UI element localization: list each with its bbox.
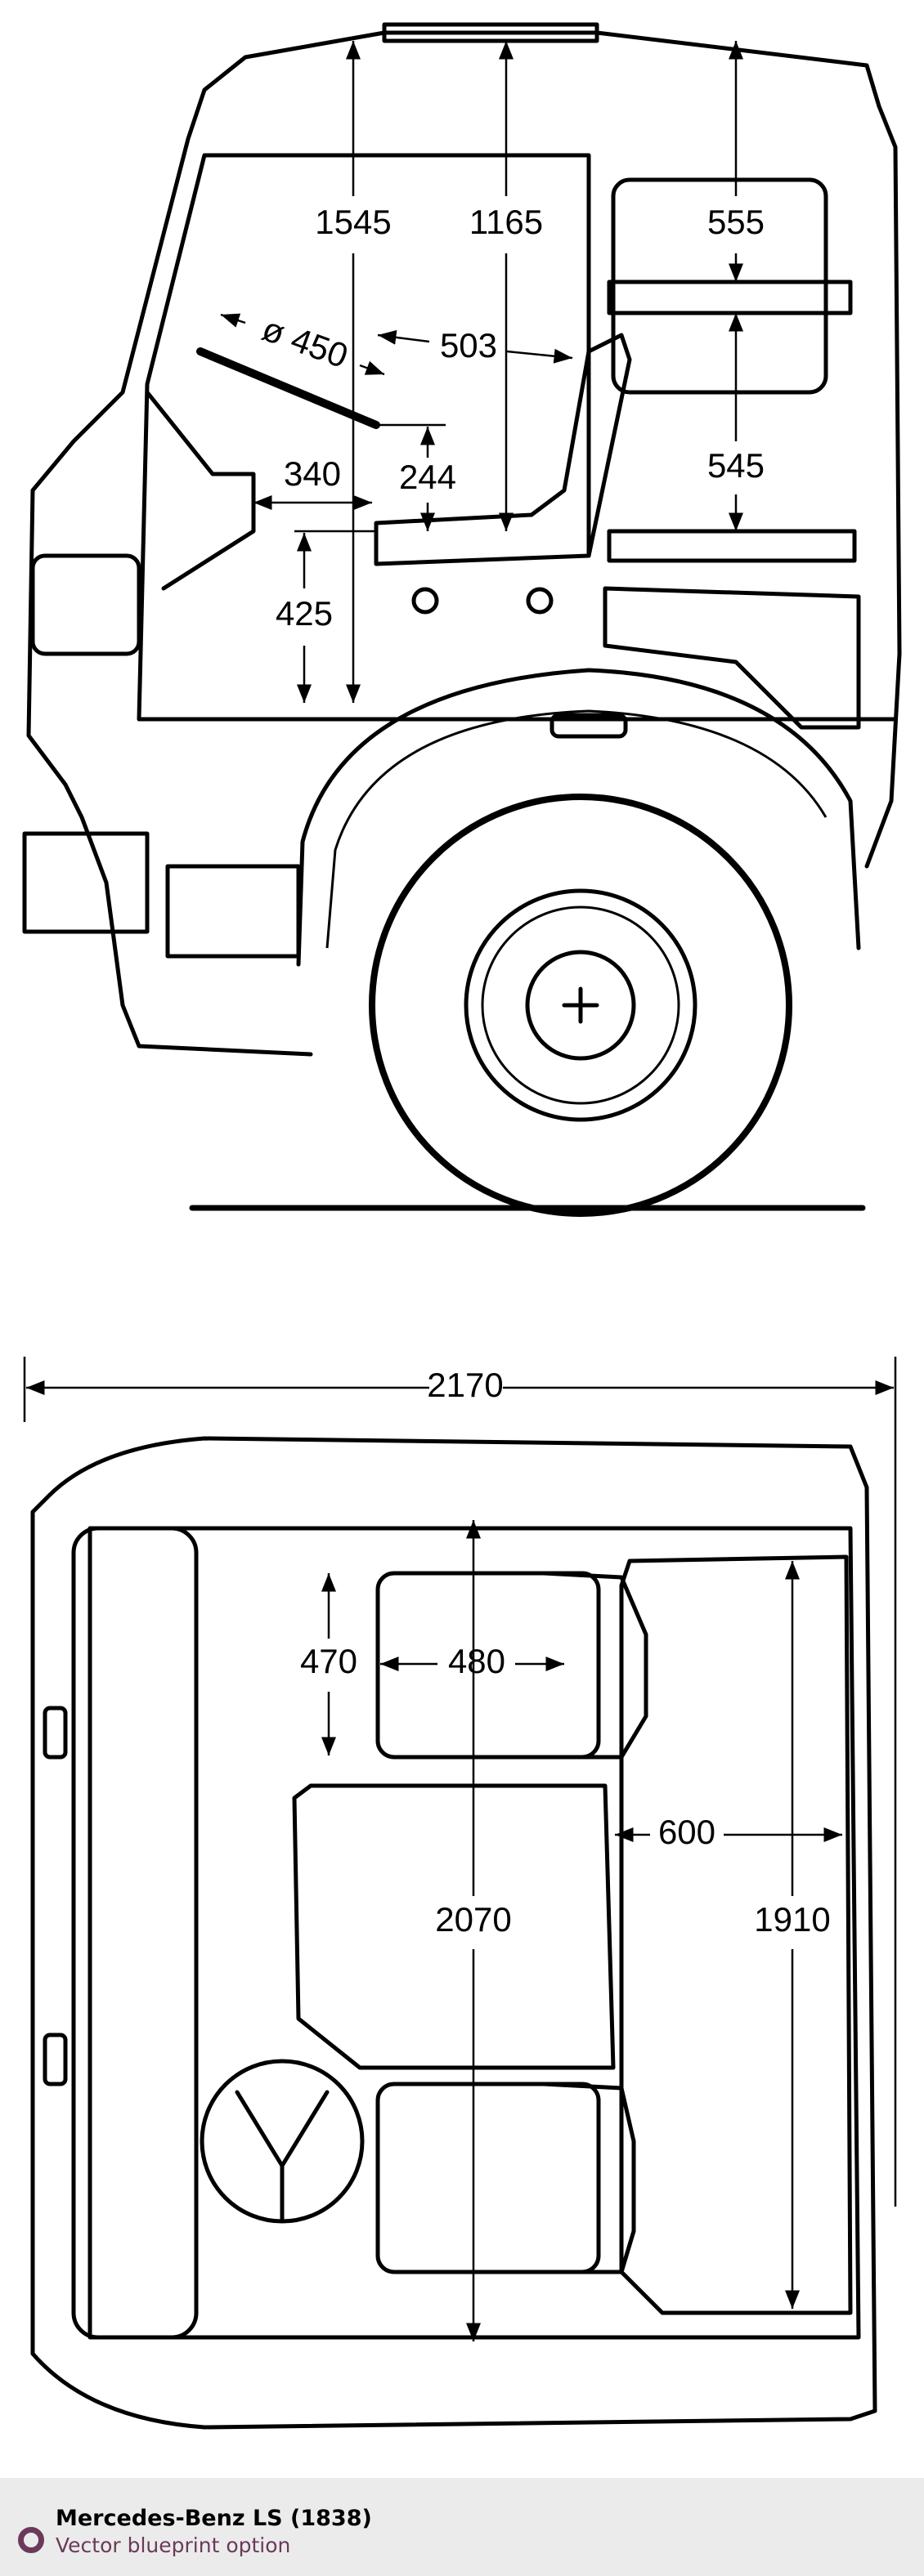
seat-top-lower (375, 2082, 601, 2274)
caption-bar: Mercedes-Benz LS (1838) Vector blueprint… (0, 2478, 924, 2576)
bunk-top (619, 1554, 853, 2315)
hub-cross-icon (562, 986, 599, 1024)
dim-2170: 2170 (427, 1366, 503, 1404)
steering-wheel (196, 347, 380, 429)
wheel (369, 794, 792, 1217)
door-handle (43, 1706, 68, 1760)
rear-window (611, 177, 828, 395)
roof-vent (382, 22, 599, 43)
fender-inner (325, 709, 828, 949)
dim-480: 480 (448, 1642, 505, 1680)
dim-340: 340 (284, 454, 341, 493)
dim-244: 244 (399, 458, 456, 496)
step (165, 864, 301, 959)
top-view (30, 1436, 877, 2430)
bumper (22, 831, 150, 934)
bullet-ring-icon (18, 2527, 44, 2553)
dim-2070: 2070 (435, 1900, 511, 1939)
seat-top-upper (375, 1571, 601, 1760)
seat-bolt (526, 587, 554, 615)
dim-1165: 1165 (469, 203, 543, 241)
dim-503: 503 (440, 326, 497, 364)
dim-545: 545 (707, 446, 765, 485)
dim-diameter-450: ø 450 (258, 309, 353, 375)
rear-panel (603, 586, 861, 730)
dim-470: 470 (300, 1642, 357, 1680)
dash (145, 390, 256, 591)
side-view (22, 22, 902, 1217)
cab-top-inner (87, 1526, 861, 2340)
cab-top-outline (30, 1436, 877, 2430)
steering-spokes (235, 2090, 330, 2221)
steering-wheel-top (200, 2059, 365, 2224)
dim-600: 600 (658, 1813, 715, 1851)
marker-lamp (549, 713, 628, 739)
dim-425: 425 (276, 594, 333, 633)
seat-back-lower (541, 2082, 636, 2274)
headlamp (30, 553, 141, 656)
caption-title: Mercedes-Benz LS (1838) (56, 2506, 372, 2531)
top-dimensions: 2170 470 480 600 2070 1910 (23, 1357, 897, 2341)
wheel-rim (464, 888, 697, 1122)
wheel-hub (525, 950, 636, 1061)
dim-555: 555 (707, 203, 765, 241)
caption-subtitle[interactable]: Vector blueprint option (56, 2534, 291, 2557)
wheel-rim-inner (481, 906, 680, 1105)
seat-back-upper (541, 1571, 648, 1760)
seat-bolt (411, 587, 439, 615)
fender (296, 668, 861, 967)
dim-1910: 1910 (754, 1900, 830, 1939)
bunk-upper (607, 280, 853, 315)
dim-1545: 1545 (315, 203, 391, 241)
seat (374, 333, 632, 566)
blueprint-drawing: 1545 1165 555 545 ø 450 503 340 244 425 (22, 22, 902, 2430)
windshield-top (71, 1526, 199, 2340)
door-handle (43, 2033, 68, 2086)
side-dimensions: 1545 1165 555 545 ø 450 503 340 244 425 (220, 41, 765, 703)
engine-tunnel (292, 1783, 616, 2070)
cab-outline (26, 30, 902, 1057)
bunk-lower (607, 529, 857, 563)
